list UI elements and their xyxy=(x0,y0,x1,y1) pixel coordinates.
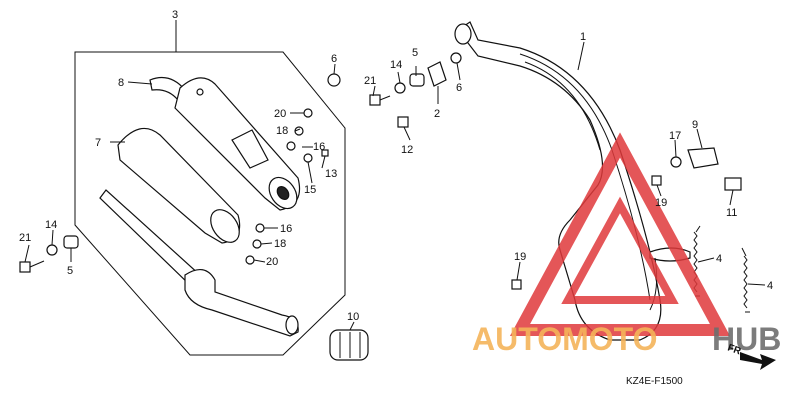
callout-5a: 5 xyxy=(412,47,418,59)
callout-17: 17 xyxy=(669,130,681,142)
callout-3: 3 xyxy=(172,9,178,21)
callout-16b: 16 xyxy=(280,223,292,235)
callout-1: 1 xyxy=(580,31,586,43)
callout-4a: 4 xyxy=(716,253,722,265)
right-mount-hardware xyxy=(511,147,742,290)
callout-20b: 20 xyxy=(266,256,278,268)
callout-14a: 14 xyxy=(390,59,402,71)
callout-12: 12 xyxy=(401,144,413,156)
diagram-code: KZ4E-F1500 xyxy=(626,376,683,387)
muffler-core-pipe xyxy=(99,189,299,337)
callout-21a: 21 xyxy=(364,75,376,87)
callout-16a: 16 xyxy=(313,141,325,153)
exhaust-spring-b xyxy=(741,247,750,313)
damper-rubber xyxy=(329,329,369,361)
callout-18b: 18 xyxy=(274,238,286,250)
muffler-inlet-pipe xyxy=(127,77,186,101)
muffler-assembly-frame xyxy=(74,51,346,356)
callout-8: 8 xyxy=(118,77,124,89)
front-direction-arrow: FR. xyxy=(726,342,776,370)
callout-15: 15 xyxy=(304,184,316,196)
callout-13: 13 xyxy=(325,168,337,180)
callout-labels: 3 1 8 7 6 5 14 21 6 2 12 20 18 16 13 15 … xyxy=(19,9,773,323)
muffler-outer-sleeve xyxy=(110,127,241,244)
watermark-text-primary: AUTOMOTO xyxy=(472,321,657,357)
callout-2: 2 xyxy=(434,108,440,120)
callout-11: 11 xyxy=(726,207,737,219)
callout-4b: 4 xyxy=(767,280,773,292)
callout-9: 9 xyxy=(692,119,698,131)
callout-6a: 6 xyxy=(331,53,337,65)
callout-19b: 19 xyxy=(514,251,526,263)
callout-20a: 20 xyxy=(274,108,286,120)
front-direction-label: FR. xyxy=(726,342,745,358)
callout-21b: 21 xyxy=(19,232,31,244)
left-mount-hardware xyxy=(19,235,79,273)
callout-leaders xyxy=(24,41,766,331)
callout-5b: 5 xyxy=(67,265,73,277)
callout-10: 10 xyxy=(347,311,359,323)
muffler-body xyxy=(174,77,301,211)
watermark-logo xyxy=(509,132,731,336)
callout-7: 7 xyxy=(95,137,101,149)
watermark-text-secondary: HUB xyxy=(712,321,781,357)
callout-6b: 6 xyxy=(456,82,462,94)
upper-mount-hardware xyxy=(327,52,462,128)
callout-14b: 14 xyxy=(45,219,57,231)
callout-18a: 18 xyxy=(276,125,288,137)
callout-19a: 19 xyxy=(655,197,667,209)
